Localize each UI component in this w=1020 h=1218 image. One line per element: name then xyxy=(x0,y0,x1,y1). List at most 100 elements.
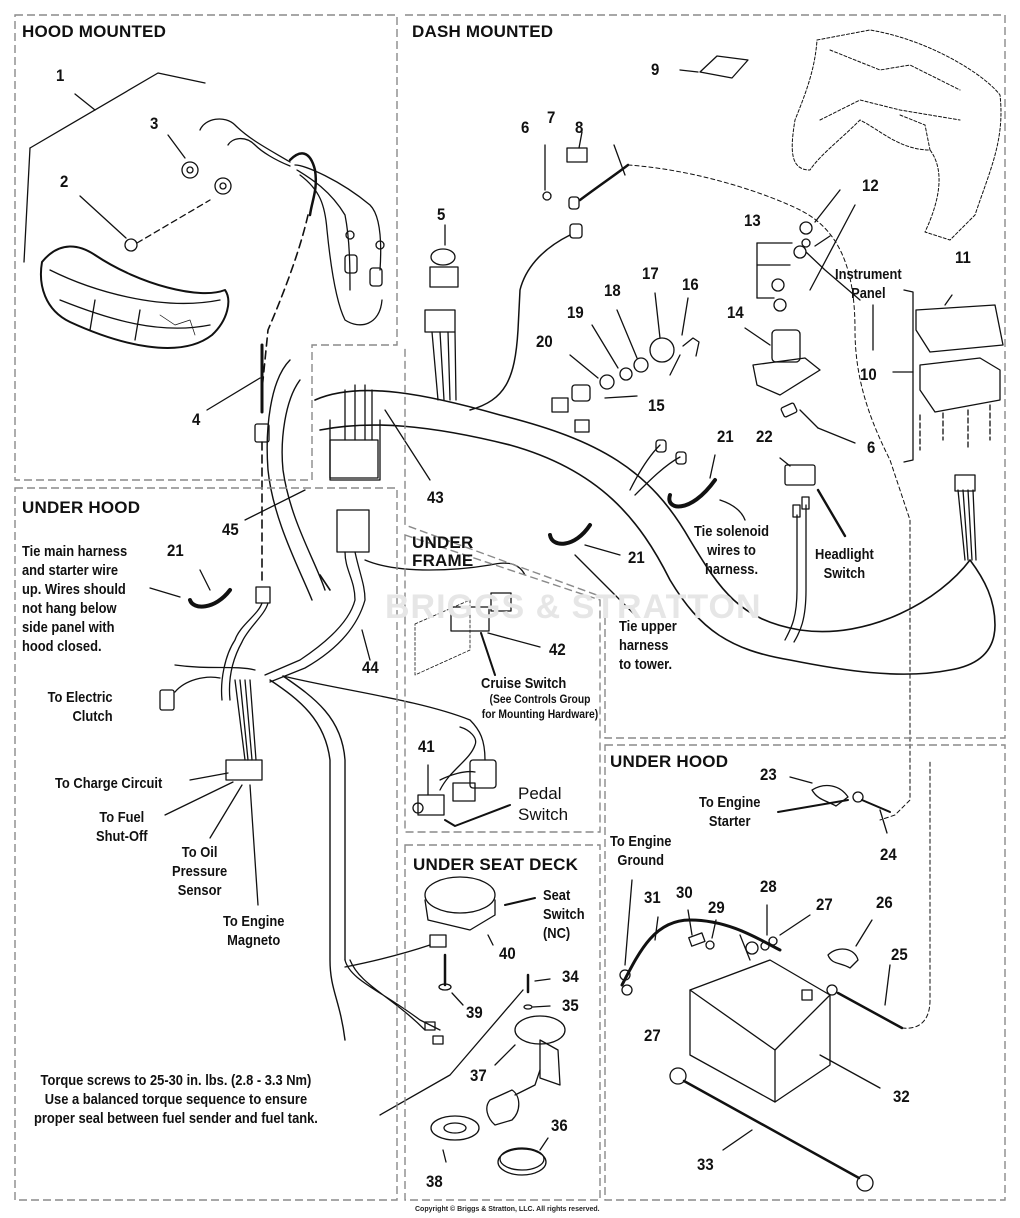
label-to-charge-circuit: To Charge Circuit xyxy=(55,775,163,792)
label-to-engine-starter: To Engine Starter xyxy=(699,793,760,831)
label-line: proper seal between fuel sender and fuel… xyxy=(34,1110,318,1127)
callout-13: 13 xyxy=(744,211,761,230)
callout-27b: 27 xyxy=(644,1026,661,1045)
callout-27a: 27 xyxy=(816,895,833,914)
label-torque-note: Torque screws to 25-30 in. lbs. (2.8 - 3… xyxy=(34,1071,318,1128)
panel-title-under-frame-2: FRAME xyxy=(412,551,474,570)
label-line: Use a balanced torque sequence to ensure xyxy=(44,1091,308,1108)
callout-19: 19 xyxy=(567,303,584,322)
callout-39: 39 xyxy=(466,1003,483,1022)
label-to-electric-clutch: To Electric Clutch xyxy=(48,688,113,726)
label-line: Switch xyxy=(518,805,569,824)
label-line: for Mounting Hardware) xyxy=(481,707,599,721)
label-line: Tie solenoid xyxy=(694,523,770,540)
callout-3: 3 xyxy=(150,114,159,133)
callout-10: 10 xyxy=(860,365,877,384)
label-to-engine-magneto: To Engine Magneto xyxy=(223,912,284,950)
label-line: Magneto xyxy=(227,932,281,949)
callout-26: 26 xyxy=(876,893,893,912)
callout-21c: 21 xyxy=(167,541,184,560)
label-tie-solenoid: Tie solenoid wires to harness. xyxy=(694,522,769,579)
label-line: Shut-Off xyxy=(96,828,148,845)
label-cruise-switch: Cruise Switch xyxy=(481,675,567,692)
label-line: Starter xyxy=(708,813,751,830)
panel-title-under-hood-left: UNDER HOOD xyxy=(22,498,141,517)
label-line: up. Wires should xyxy=(22,581,126,598)
label-line: To Oil xyxy=(181,844,218,861)
callout-40: 40 xyxy=(499,944,516,963)
callout-21a: 21 xyxy=(717,427,734,446)
callout-9: 9 xyxy=(651,60,660,79)
panel-border-dash-mounted xyxy=(404,14,1006,739)
panel-title-under-seat-deck: UNDER SEAT DECK xyxy=(413,855,579,874)
callout-44: 44 xyxy=(362,658,379,677)
label-line: (NC) xyxy=(543,925,571,942)
callout-30: 30 xyxy=(676,883,693,902)
label-line: To Engine xyxy=(610,833,672,850)
label-seat-switch: Seat Switch (NC) xyxy=(543,886,585,943)
label-line: To Electric xyxy=(47,689,113,706)
label-to-engine-ground: To Engine Ground xyxy=(610,832,671,870)
callout-2: 2 xyxy=(60,172,69,191)
callout-33: 33 xyxy=(697,1155,714,1174)
callout-4: 4 xyxy=(192,410,201,429)
callout-22: 22 xyxy=(756,427,773,446)
label-line: Tie main harness xyxy=(22,543,128,560)
label-line: Seat xyxy=(543,887,571,904)
label-to-oil-pressure-sensor: To Oil Pressure Sensor xyxy=(172,843,227,900)
label-line: To Engine xyxy=(223,913,285,930)
label-line: to tower. xyxy=(619,656,673,673)
callout-28: 28 xyxy=(760,877,777,896)
label-line: harness. xyxy=(704,561,759,578)
callout-31: 31 xyxy=(644,888,661,907)
dash-shell-outline xyxy=(791,29,1002,241)
label-line: Switch xyxy=(543,906,585,923)
label-to-fuel-shutoff: To Fuel Shut-Off xyxy=(96,808,148,846)
panel-title-under-frame-1: UNDER xyxy=(412,533,474,552)
callout-1: 1 xyxy=(56,66,65,85)
callout-34: 34 xyxy=(562,967,579,986)
callout-35: 35 xyxy=(562,996,579,1015)
label-line: Panel xyxy=(851,285,886,302)
callout-11: 11 xyxy=(955,248,971,267)
headlight-lens-shape xyxy=(40,245,230,349)
panel-title-dash-mounted: DASH MOUNTED xyxy=(412,22,554,41)
callout-24: 24 xyxy=(880,845,897,864)
label-line: Sensor xyxy=(177,882,222,899)
callout-21b: 21 xyxy=(628,548,645,567)
label-line: harness xyxy=(619,637,669,654)
watermark: BRIGGS & STRATTON xyxy=(385,588,762,626)
bulb-shape xyxy=(124,238,138,252)
panel-title-hood-mounted: HOOD MOUNTED xyxy=(22,22,167,41)
panel-border-under-frame xyxy=(404,534,601,833)
callout-14: 14 xyxy=(727,303,744,322)
callout-43: 43 xyxy=(427,488,444,507)
label-pedal-switch: Pedal Switch xyxy=(518,783,568,825)
callout-45: 45 xyxy=(222,520,239,539)
callout-6a: 6 xyxy=(521,118,530,137)
panel-border-under-hood-right xyxy=(604,744,1006,1201)
leader-1b xyxy=(23,147,31,263)
leader-1 xyxy=(29,72,206,149)
label-line: Headlight xyxy=(815,546,874,563)
callout-37: 37 xyxy=(470,1066,487,1085)
label-line: side panel with xyxy=(22,619,115,636)
panel-title-under-hood-right: UNDER HOOD xyxy=(610,752,729,771)
label-line: and starter wire xyxy=(22,562,119,579)
callout-41: 41 xyxy=(418,737,435,756)
label-line: Ground xyxy=(617,852,664,869)
label-line: Clutch xyxy=(72,708,113,725)
label-tie-main-harness: Tie main harness and starter wire up. Wi… xyxy=(22,542,127,656)
label-line: Torque screws to 25-30 in. lbs. (2.8 - 3… xyxy=(40,1072,312,1089)
label-line: Tie upper xyxy=(619,618,677,635)
callout-15: 15 xyxy=(648,396,665,415)
label-line: To Engine xyxy=(699,794,761,811)
panel-border-under-hood-left xyxy=(14,487,398,1201)
label-line: not hang below xyxy=(22,600,117,617)
callout-23: 23 xyxy=(760,765,777,784)
panel-border-hood-mounted xyxy=(14,14,398,481)
label-line: wires to xyxy=(707,542,756,559)
callout-20: 20 xyxy=(536,332,553,351)
callout-36: 36 xyxy=(551,1116,568,1135)
